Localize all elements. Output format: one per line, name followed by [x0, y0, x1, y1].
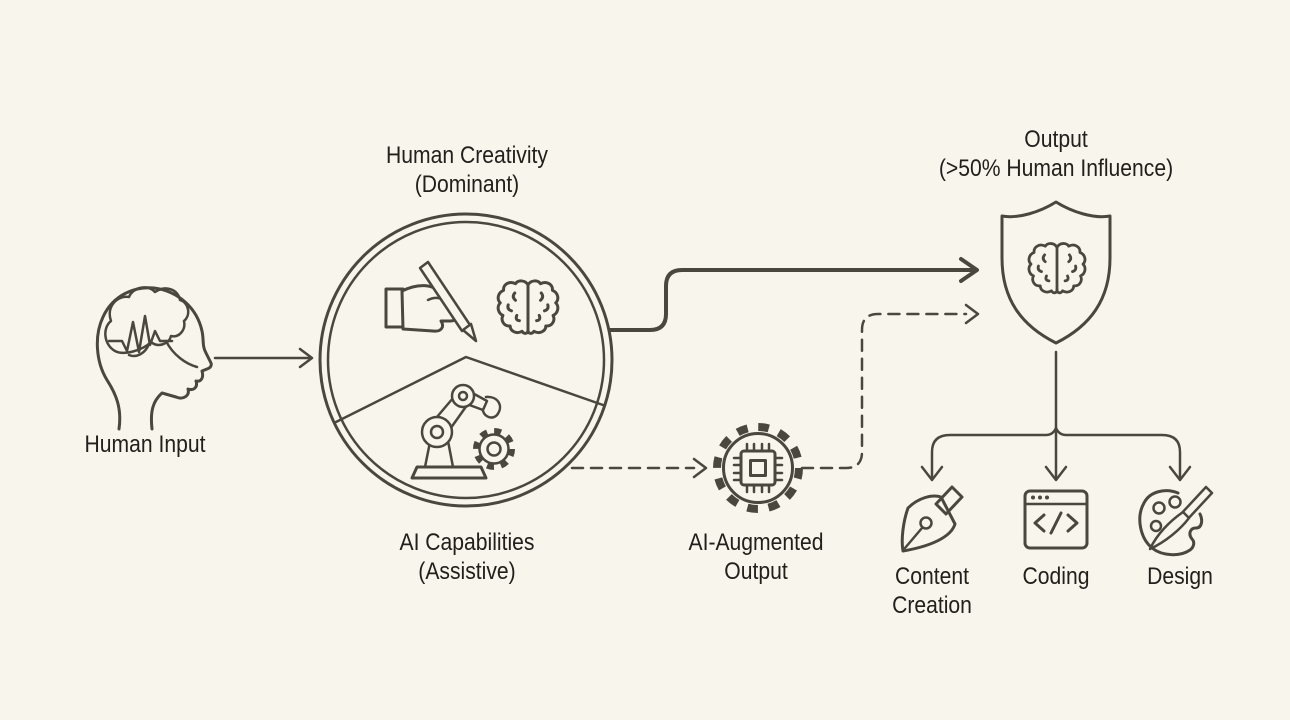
- content-creation-label-line2: Creation: [892, 592, 972, 619]
- content-creation-label-line1: Content: [895, 563, 969, 590]
- gear-icon: [473, 428, 515, 470]
- writing-hand-icon: [384, 260, 478, 343]
- pen-nib-icon: [900, 485, 964, 553]
- coding-label: Coding: [1022, 563, 1090, 590]
- human-creativity-label-line2: (Dominant): [414, 171, 520, 198]
- shield-brain-icon: [1000, 200, 1112, 345]
- human-creativity-label: Human Creativity (Dominant): [335, 141, 599, 199]
- design-label: Design: [1147, 563, 1213, 590]
- brain-icon: [496, 279, 560, 335]
- output-label-line1: Output: [1024, 126, 1088, 153]
- chip-to-output-dashed-arrow: [800, 303, 980, 470]
- ai-capabilities-label-line1: AI Capabilities: [399, 529, 535, 556]
- creativity-circle: [318, 212, 614, 508]
- output-label: Output (>50% Human Influence): [924, 125, 1188, 183]
- code-window-icon: [1023, 489, 1089, 550]
- circle-to-chip-dashed-arrow: [570, 457, 708, 479]
- ai-augmented-output-label-line1: AI-Augmented: [688, 529, 824, 556]
- ai-capabilities-label-line2: (Assistive): [418, 558, 516, 585]
- chip-gear-icon: [713, 423, 803, 513]
- ai-augmented-output-label: AI-Augmented Output: [624, 528, 888, 586]
- palette-brush-icon: [1138, 485, 1214, 557]
- input-arrow: [213, 347, 314, 369]
- human-head-brain-icon: [95, 286, 213, 431]
- human-creativity-label-line1: Human Creativity: [386, 142, 548, 169]
- circle-to-output-arrow: [608, 257, 979, 332]
- content-creation-label: Content Creation: [844, 562, 1020, 620]
- ai-augmented-output-label-line2: Output: [724, 558, 788, 585]
- robot-arm-icon: [410, 383, 502, 480]
- ai-capabilities-label: AI Capabilities (Assistive): [335, 528, 599, 586]
- output-label-line2: (>50% Human Influence): [938, 155, 1174, 182]
- output-branch-arrows: [920, 350, 1192, 482]
- human-input-label: Human Input: [84, 431, 206, 458]
